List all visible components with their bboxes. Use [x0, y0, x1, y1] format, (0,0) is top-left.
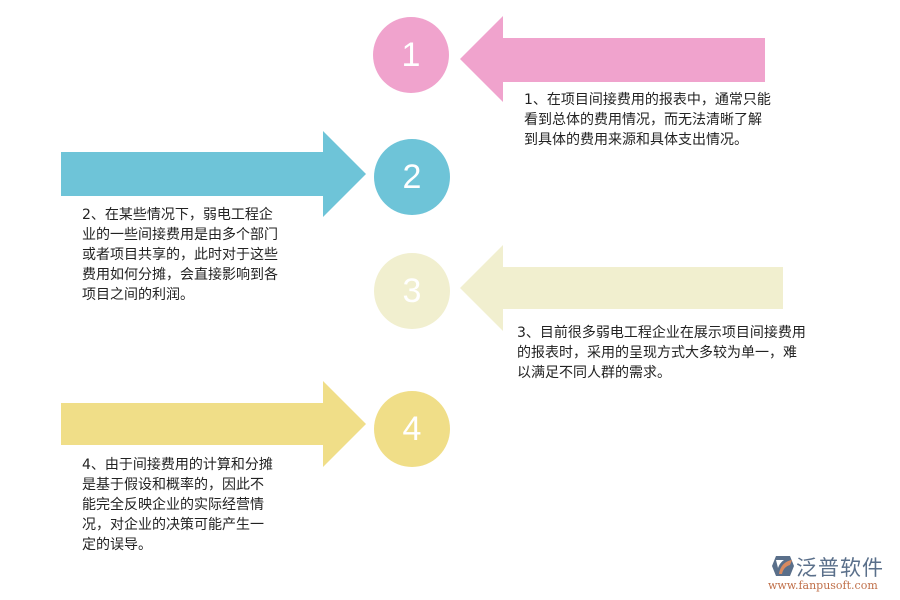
step-4-number: 4 [402, 409, 422, 448]
step-1-text: 1、在项目间接费用的报表中，通常只能 看到总体的费用情况，而无法清晰了解 到具体… [524, 92, 771, 148]
step-3-text: 3、目前很多弱电工程企业在展示项目间接费用 的报表时，采用的呈现方式大多较为单一… [517, 325, 806, 381]
fanpu-logo: 泛普软件 www.fanpusoft.com [768, 552, 898, 597]
step-3-number: 3 [402, 271, 422, 310]
step-4-arrow-right-icon [61, 381, 366, 467]
step-3-circle: 3 [374, 253, 450, 329]
logo-url: www.fanpusoft.com [768, 579, 878, 592]
logo-name: 泛普软件 [796, 556, 884, 580]
step-4-text: 4、由于间接费用的计算和分摊 是基于假设和概率的，因此不 能完全反映企业的实际经… [82, 457, 273, 553]
fanpu-logo-icon [772, 556, 794, 576]
step-2-number: 2 [402, 157, 422, 196]
step-1-circle: 1 [373, 17, 449, 93]
step-4-circle: 4 [374, 391, 450, 467]
step-2-arrow-right-icon [61, 131, 366, 217]
step-3-arrow-left-icon [460, 245, 783, 331]
step-2-circle: 2 [374, 139, 450, 215]
step-1-number: 1 [401, 35, 421, 74]
step-1-arrow-left-icon [460, 16, 765, 102]
step-2-text: 2、在某些情况下，弱电工程企 业的一些间接费用是由多个部门 或者项目共享的，此时… [82, 207, 278, 303]
